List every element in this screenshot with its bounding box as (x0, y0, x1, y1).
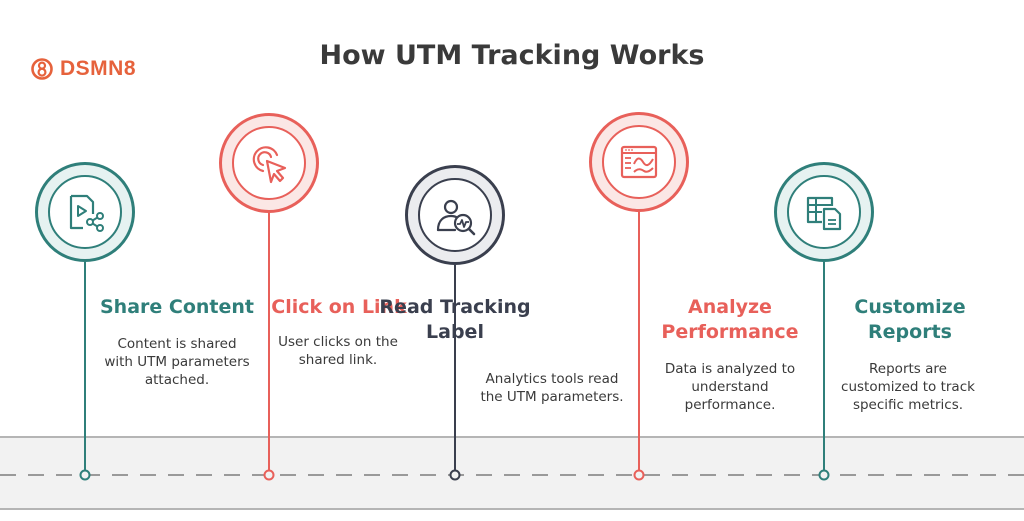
step-customize-circle (774, 162, 874, 262)
step-customize-description: Reports are customized to track specific… (841, 361, 975, 413)
step-share-description: Content is shared with UTM parameters at… (104, 336, 250, 388)
step-share-title: Share Content (99, 296, 254, 318)
step-analyze-circle (589, 112, 689, 212)
dsmn8-logo-icon (31, 58, 53, 80)
step-share-circle (35, 162, 135, 262)
share-video-icon (69, 194, 104, 232)
timeline-road (0, 436, 1024, 510)
cursor-click-icon (252, 146, 287, 184)
step-read-description: Analytics tools read the UTM parameters. (480, 371, 624, 405)
step-analyze-description: Data is analyzed to understand performan… (664, 361, 796, 413)
step-read-dot (449, 469, 461, 481)
step-analyze-title: Analyze Performance (661, 296, 799, 343)
step-customize-title: Customize Reports (854, 296, 966, 343)
step-read-title: Read Tracking Label (379, 296, 531, 343)
step-share-dot (79, 469, 91, 481)
user-analytics-icon (436, 199, 476, 236)
brand-logo: DSMN8 (30, 57, 136, 81)
step-read-circle (405, 165, 505, 265)
dashboard-chart-icon (620, 145, 658, 179)
page-title: How UTM Tracking Works (319, 40, 705, 71)
step-analyze-dot (633, 469, 645, 481)
step-click-dot (263, 469, 275, 481)
table-report-icon (806, 196, 842, 231)
step-click-description: User clicks on the shared link. (278, 334, 398, 368)
step-click-title: Click on Link (271, 296, 407, 318)
step-click-circle (219, 113, 319, 213)
step-customize-dot (818, 469, 830, 481)
brand-name: DSMN8 (60, 57, 137, 80)
